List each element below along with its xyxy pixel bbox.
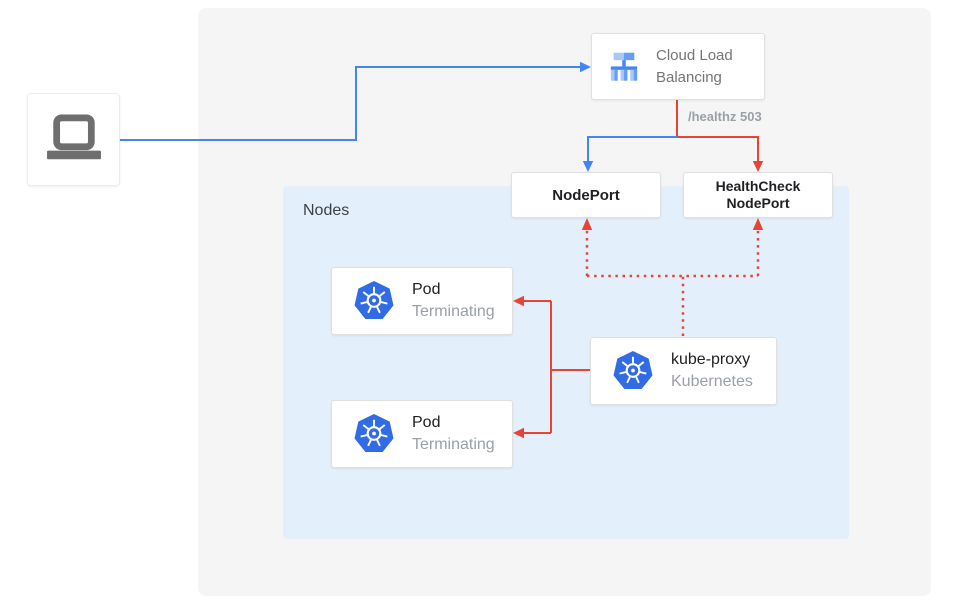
healthcheck-nodeport-node: HealthCheck NodePort <box>683 172 833 218</box>
nodeport-label: NodePort <box>552 186 620 204</box>
laptop-icon <box>43 113 105 166</box>
kubernetes-icon <box>354 414 394 454</box>
nodes-container-label: Nodes <box>303 202 350 219</box>
pod-1-title: Pod <box>412 281 441 298</box>
kubernetes-icon <box>354 281 394 321</box>
healthz-annotation: /healthz 503 <box>688 109 762 124</box>
cloud-load-balancing-label: Cloud Load Balancing <box>656 46 733 86</box>
pod-1-status: Terminating <box>412 303 495 320</box>
kube-proxy-node: kube-proxy Kubernetes <box>590 337 777 405</box>
pod-2-title: Pod <box>412 414 441 431</box>
pod-2-node: Pod Terminating <box>331 400 513 468</box>
client-node <box>27 93 120 186</box>
cloud-load-balancing-icon <box>608 52 640 82</box>
pod-2-status: Terminating <box>412 436 495 453</box>
kube-proxy-subtitle: Kubernetes <box>671 373 753 390</box>
healthcheck-nodeport-label: HealthCheck NodePort <box>715 178 801 211</box>
kubernetes-icon <box>613 351 653 391</box>
cloud-load-balancing-node: Cloud Load Balancing <box>591 33 765 100</box>
kube-proxy-title: kube-proxy <box>671 351 751 368</box>
nodeport-node: NodePort <box>511 172 661 218</box>
pod-1-node: Pod Terminating <box>331 267 513 335</box>
